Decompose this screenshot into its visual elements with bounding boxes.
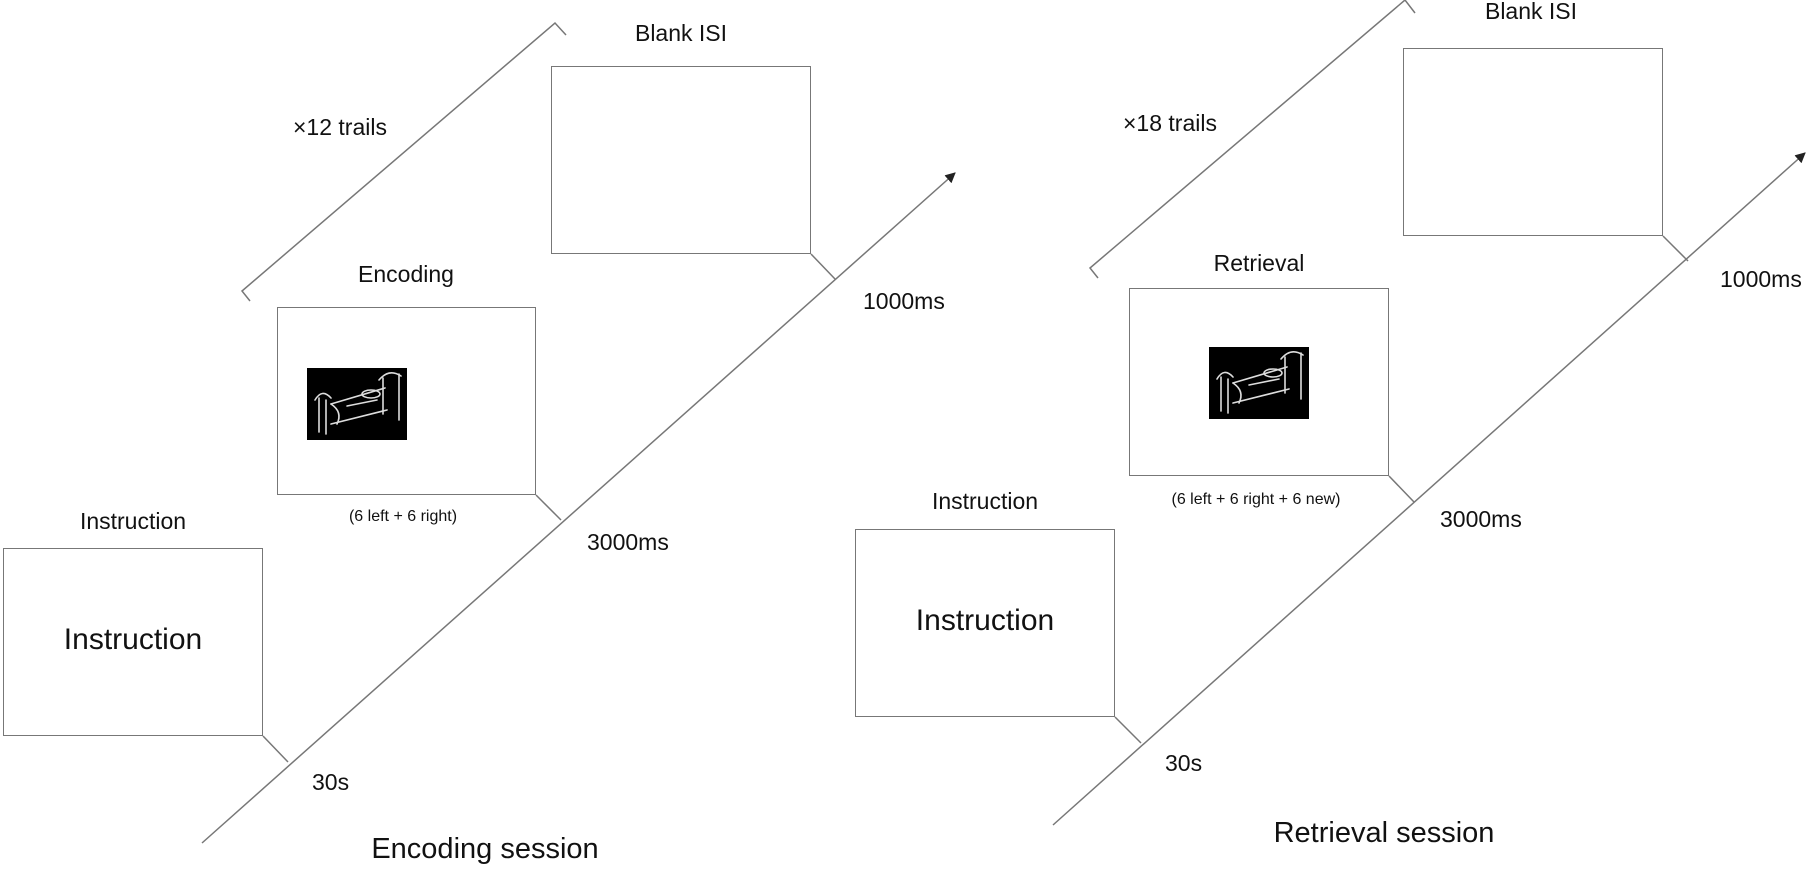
retrieval-stimulus-connector — [1388, 475, 1415, 503]
retrieval-instruction-screen-text: Instruction — [915, 604, 1055, 637]
retrieval-timeline-arrow — [1052, 152, 1806, 826]
encoding-instruction-label: Instruction — [79, 508, 187, 534]
retrieval-stimulus-note: (6 left + 6 right + 6 new) — [1171, 491, 1341, 508]
retrieval-isi-connector — [1662, 235, 1689, 262]
encoding-stimulus-connector — [535, 494, 562, 521]
encoding-instruction-screen-text: Instruction — [63, 623, 203, 656]
encoding-stimulus-label: Encoding — [358, 261, 454, 287]
retrieval-stimulus-screen — [1129, 288, 1389, 476]
encoding-isi-connector — [810, 253, 836, 280]
encoding-isi-screen — [551, 66, 811, 254]
encoding-stimulus-duration: 3000ms — [587, 529, 669, 555]
encoding-stimulus-note: (6 left + 6 right) — [348, 508, 458, 525]
encoding-trial-count: ×12 trails — [293, 114, 387, 140]
retrieval-stimulus-label: Retrieval — [1213, 250, 1305, 276]
retrieval-instruction-screen — [855, 529, 1115, 717]
bed-icon — [1216, 351, 1304, 414]
retrieval-trial-bracket — [1088, 0, 1416, 279]
retrieval-trial-count: ×18 trails — [1123, 110, 1217, 136]
retrieval-session-title: Retrieval session — [1273, 817, 1495, 849]
retrieval-isi-duration: 1000ms — [1720, 266, 1802, 292]
retrieval-instruction-duration: 30s — [1165, 750, 1203, 776]
encoding-trial-bracket — [240, 21, 567, 302]
retrieval-stimulus-image — [1209, 347, 1309, 419]
encoding-isi-label: Blank ISI — [634, 20, 728, 46]
retrieval-stimulus-duration: 3000ms — [1440, 506, 1522, 532]
retrieval-instruction-connector — [1114, 716, 1142, 744]
encoding-isi-duration: 1000ms — [863, 288, 945, 314]
encoding-timeline-arrow — [201, 172, 956, 844]
retrieval-isi-label: Blank ISI — [1484, 0, 1578, 24]
encoding-stimulus-image — [307, 368, 407, 440]
retrieval-isi-screen — [1403, 48, 1663, 236]
encoding-instruction-screen — [3, 548, 263, 736]
encoding-instruction-duration: 30s — [312, 769, 350, 795]
retrieval-instruction-label: Instruction — [931, 488, 1039, 514]
encoding-session-title: Encoding session — [371, 833, 599, 865]
encoding-instruction-connector — [262, 735, 289, 763]
bed-icon — [314, 372, 402, 435]
